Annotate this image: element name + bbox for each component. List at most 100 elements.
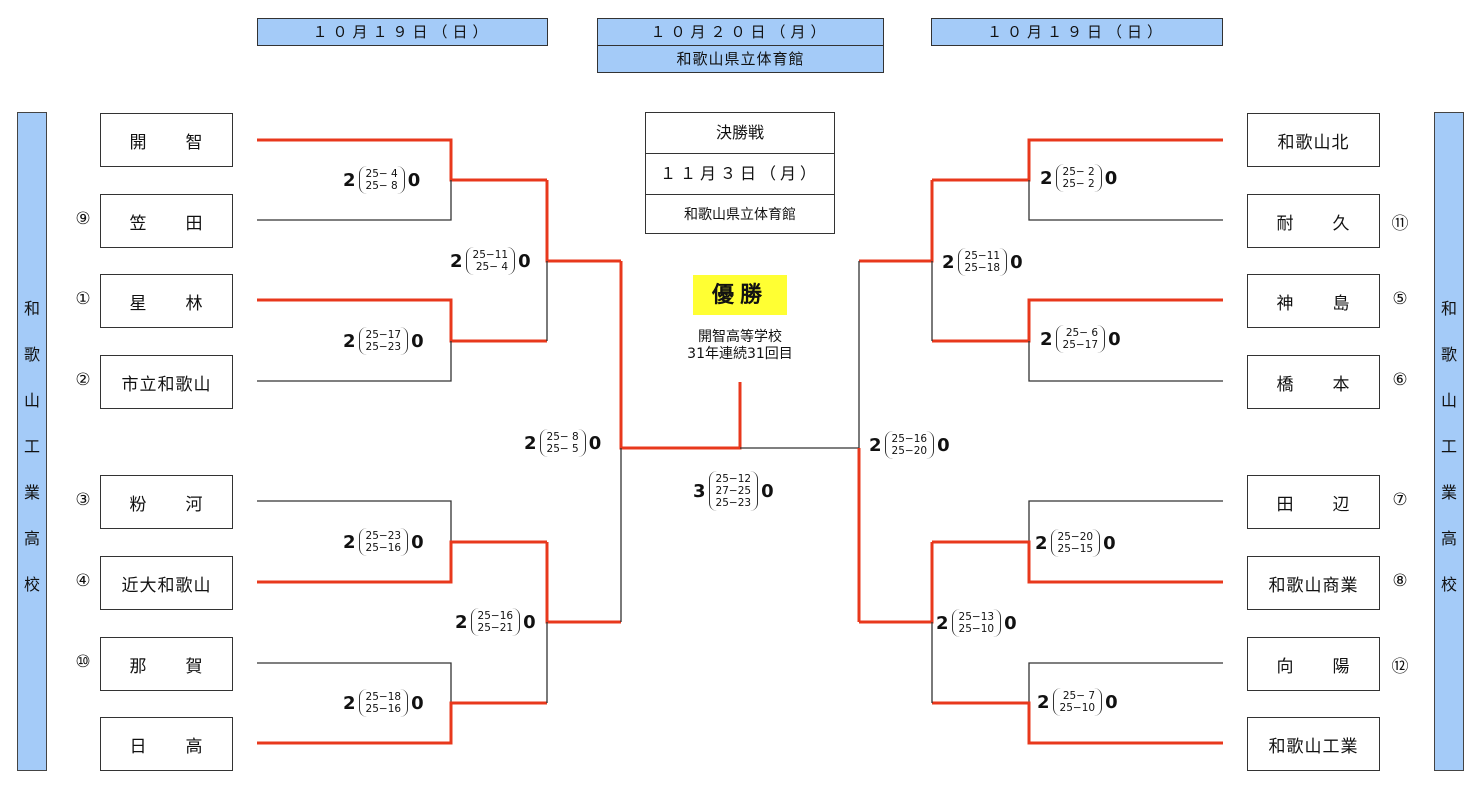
set-score: 25− 6 bbox=[1065, 327, 1099, 339]
loser-line bbox=[257, 662, 452, 703]
team-name: 神島 bbox=[1277, 289, 1351, 314]
final-date: １１月３日（月） bbox=[646, 154, 834, 195]
team-name-char: 智 bbox=[185, 132, 204, 153]
team-box: 星林 bbox=[100, 274, 233, 328]
team-box: 和歌山商業 bbox=[1247, 556, 1380, 610]
team-name: 和歌山北 bbox=[1277, 132, 1350, 153]
set-score: 25−21 bbox=[477, 622, 514, 634]
sets-won: 2 bbox=[869, 434, 882, 456]
team-box: 田辺 bbox=[1247, 475, 1380, 529]
team-name-char: 本 bbox=[1332, 374, 1351, 395]
team-name-char: 島 bbox=[1332, 293, 1351, 314]
team-name: 近大和歌山 bbox=[121, 575, 212, 596]
loser-line bbox=[1028, 341, 1223, 382]
team-name: 耐久 bbox=[1277, 209, 1351, 234]
champion-label: 優勝 bbox=[693, 275, 787, 315]
team-name-char: 開 bbox=[129, 132, 148, 153]
sets-lost: 0 bbox=[1108, 328, 1121, 350]
seed-number: ⑨ bbox=[75, 209, 91, 229]
left-venue-bar: 和歌山工業高校 bbox=[17, 112, 47, 771]
sets-won: 2 bbox=[1037, 691, 1050, 713]
team-name: 星林 bbox=[130, 289, 204, 314]
team-name: 日高 bbox=[130, 732, 204, 757]
set-score: 25−18 bbox=[365, 691, 402, 703]
team-name: 市立和歌山 bbox=[121, 374, 212, 395]
set-score: 25−17 bbox=[1062, 339, 1099, 351]
loser-line bbox=[1028, 180, 1223, 221]
team-box: 和歌山北 bbox=[1247, 113, 1380, 167]
sets-won: 2 bbox=[942, 251, 955, 273]
team-box: 市立和歌山 bbox=[100, 355, 233, 409]
venue-char: 業 bbox=[23, 483, 40, 502]
team-box: 向陽 bbox=[1247, 637, 1380, 691]
team-name-char: 粉 bbox=[129, 494, 148, 515]
winner-line bbox=[257, 701, 547, 745]
set-score: 25− 2 bbox=[1062, 166, 1095, 178]
winner-line bbox=[932, 138, 1223, 182]
team-name-char: 田 bbox=[185, 213, 204, 234]
venue-char: 高 bbox=[23, 529, 40, 548]
venue-char: 工 bbox=[1440, 437, 1457, 456]
sets-lost: 0 bbox=[411, 531, 424, 553]
winner-line bbox=[619, 261, 742, 450]
venue-char: 校 bbox=[1440, 575, 1457, 594]
venue-char: 和 bbox=[23, 299, 40, 318]
set-score: 25−13 bbox=[958, 611, 995, 623]
set-score: 25−11 bbox=[964, 250, 1001, 262]
right-venue-bar: 和歌山工業高校 bbox=[1434, 112, 1464, 771]
winner-line bbox=[932, 701, 1223, 745]
loser-line bbox=[257, 341, 452, 382]
winner-line bbox=[932, 540, 1223, 584]
set-score: 25−15 bbox=[1057, 543, 1094, 555]
team-name-char: 耐 bbox=[1276, 213, 1295, 234]
team-box: 笠田 bbox=[100, 194, 233, 248]
winner-line bbox=[932, 298, 1223, 343]
venue-char: 高 bbox=[1440, 529, 1457, 548]
left-date-header: １０月１９日（日） bbox=[257, 18, 548, 46]
final-title: 決勝戦 bbox=[646, 113, 834, 154]
venue-char: 山 bbox=[1440, 391, 1457, 410]
sets-won: 2 bbox=[936, 612, 949, 634]
venue-char: 業 bbox=[1440, 483, 1457, 502]
team-name: 橋本 bbox=[1277, 370, 1351, 395]
team-name-char: 田 bbox=[1276, 494, 1295, 515]
team-box: 那賀 bbox=[100, 637, 233, 691]
champion-school: 開智高等学校 bbox=[698, 329, 782, 345]
winner-line bbox=[257, 298, 547, 343]
sets-lost: 0 bbox=[588, 432, 602, 454]
team-name-char: 河 bbox=[185, 494, 204, 515]
team-box: 日高 bbox=[100, 717, 233, 771]
set-score: 25−17 bbox=[365, 329, 402, 341]
team-name: 開智 bbox=[130, 128, 204, 153]
winner-line bbox=[257, 138, 547, 182]
team-name-char: 辺 bbox=[1332, 494, 1351, 515]
champion-note: 31年連続31回目 bbox=[687, 346, 793, 362]
venue-char: 歌 bbox=[1440, 345, 1457, 364]
team-name: 田辺 bbox=[1277, 490, 1351, 515]
seed-number: ⑪ bbox=[1391, 214, 1409, 234]
set-score: 25−10 bbox=[1059, 702, 1096, 714]
sets-won: 2 bbox=[343, 531, 356, 553]
winner-line bbox=[257, 540, 547, 584]
team-name-char: 陽 bbox=[1332, 656, 1351, 677]
sets-lost: 0 bbox=[1103, 532, 1116, 554]
team-name-char: 賀 bbox=[185, 656, 204, 677]
seed-number: ⑧ bbox=[1392, 571, 1408, 591]
loser-line bbox=[1028, 662, 1223, 703]
set-score: 25−23 bbox=[365, 530, 402, 542]
sets-won: 2 bbox=[450, 250, 463, 272]
sets-lost: 0 bbox=[1010, 251, 1023, 273]
